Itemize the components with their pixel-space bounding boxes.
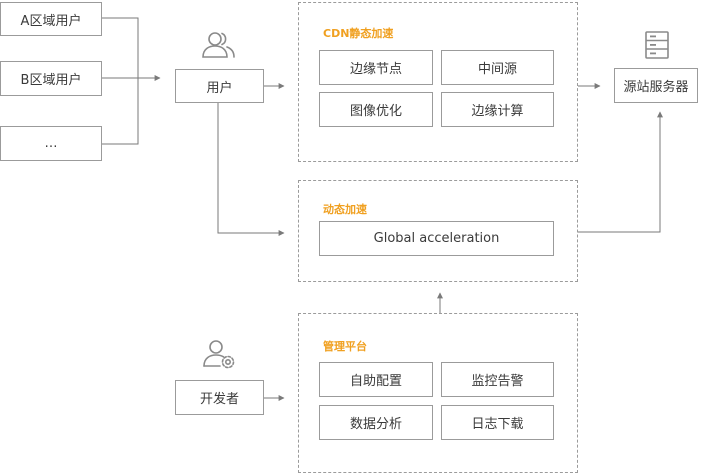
region-a-label: A区域用户: [20, 13, 82, 29]
region-b-label: B区域用户: [20, 73, 82, 88]
edge-node-box: 边缘节点: [319, 50, 433, 85]
origin-server-box: 源站服务器: [614, 68, 698, 103]
edge-computing-label: 边缘计算: [471, 104, 524, 119]
developer-label: 开发者: [199, 392, 239, 407]
global-acceleration-label: Global acceleration: [373, 231, 500, 246]
connector-dynamic-to-origin: [578, 111, 663, 233]
connector-region-a: [102, 17, 139, 78]
user-label: 用户: [206, 80, 233, 96]
developer-box: 开发者: [175, 380, 264, 415]
region-b-user-box: B区域用户: [0, 61, 102, 96]
dynamic-acceleration-title: 动态加速: [323, 203, 367, 216]
data-analysis-box: 数据分析: [319, 405, 433, 440]
image-optimization-box: 图像优化: [319, 92, 433, 127]
monitor-alert-box: 监控告警: [441, 362, 554, 397]
self-config-label: 自助配置: [349, 374, 402, 389]
image-optimization-label: 图像优化: [349, 104, 402, 119]
region-more-label: …: [44, 136, 58, 151]
log-download-box: 日志下载: [441, 405, 554, 440]
server-icon: [645, 31, 669, 59]
self-config-box: 自助配置: [319, 362, 433, 397]
connector-region-more: [102, 78, 139, 145]
user-gear-icon: [203, 340, 235, 369]
global-acceleration-box: Global acceleration: [319, 221, 554, 256]
mid-origin-label: 中间源: [477, 62, 517, 77]
origin-server-label: 源站服务器: [623, 80, 689, 95]
edge-computing-box: 边缘计算: [441, 92, 554, 127]
mid-origin-box: 中间源: [441, 50, 554, 85]
data-analysis-label: 数据分析: [349, 417, 402, 432]
cdn-static-title: CDN静态加速: [323, 27, 394, 40]
connector-user-to-dynamic: [217, 103, 285, 236]
region-a-user-box: A区域用户: [0, 2, 102, 36]
user-box: 用户: [175, 69, 264, 103]
edge-node-label: 边缘节点: [349, 62, 402, 77]
management-platform-title: 管理平台: [323, 340, 367, 353]
monitor-alert-label: 监控告警: [471, 374, 524, 389]
users-icon: [202, 32, 235, 58]
log-download-label: 日志下载: [471, 417, 524, 432]
region-more-box: …: [0, 126, 102, 161]
